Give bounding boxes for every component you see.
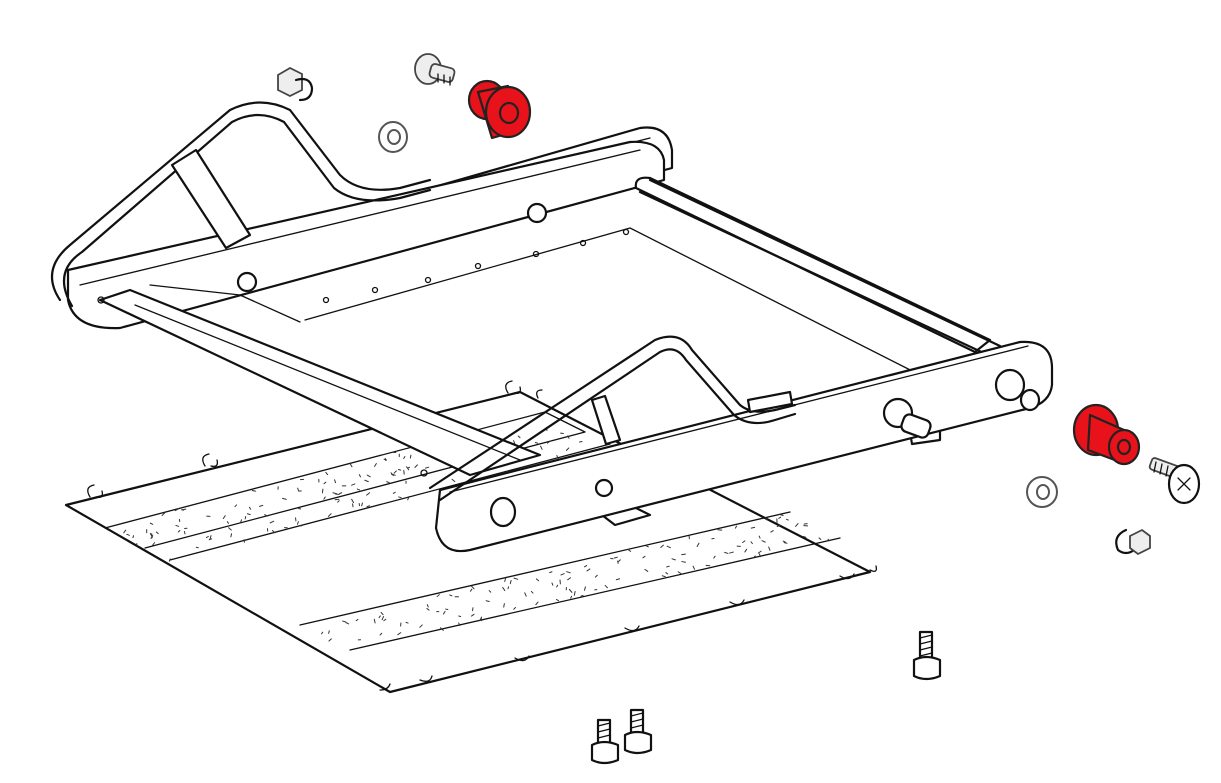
clip-nut-right bbox=[1115, 528, 1151, 556]
cap-screw-bottom-left bbox=[590, 718, 620, 765]
frame-assembly bbox=[50, 101, 1054, 553]
washer-top bbox=[378, 121, 408, 153]
seat-padding-texture bbox=[123, 427, 830, 642]
cap-screw-right bbox=[912, 630, 942, 681]
cap-screw-bottom-right bbox=[623, 708, 653, 755]
clip-nut-top bbox=[277, 66, 314, 102]
roller-right-highlighted bbox=[1072, 403, 1141, 466]
roller-top-highlighted bbox=[467, 79, 532, 140]
shoulder-screw-top bbox=[414, 53, 456, 86]
washer-right bbox=[1026, 476, 1058, 508]
frame-stud-left bbox=[882, 397, 932, 439]
seat-hooks bbox=[87, 380, 878, 691]
shoulder-screw-right bbox=[1148, 457, 1201, 505]
frame-stud-right bbox=[994, 368, 1041, 412]
